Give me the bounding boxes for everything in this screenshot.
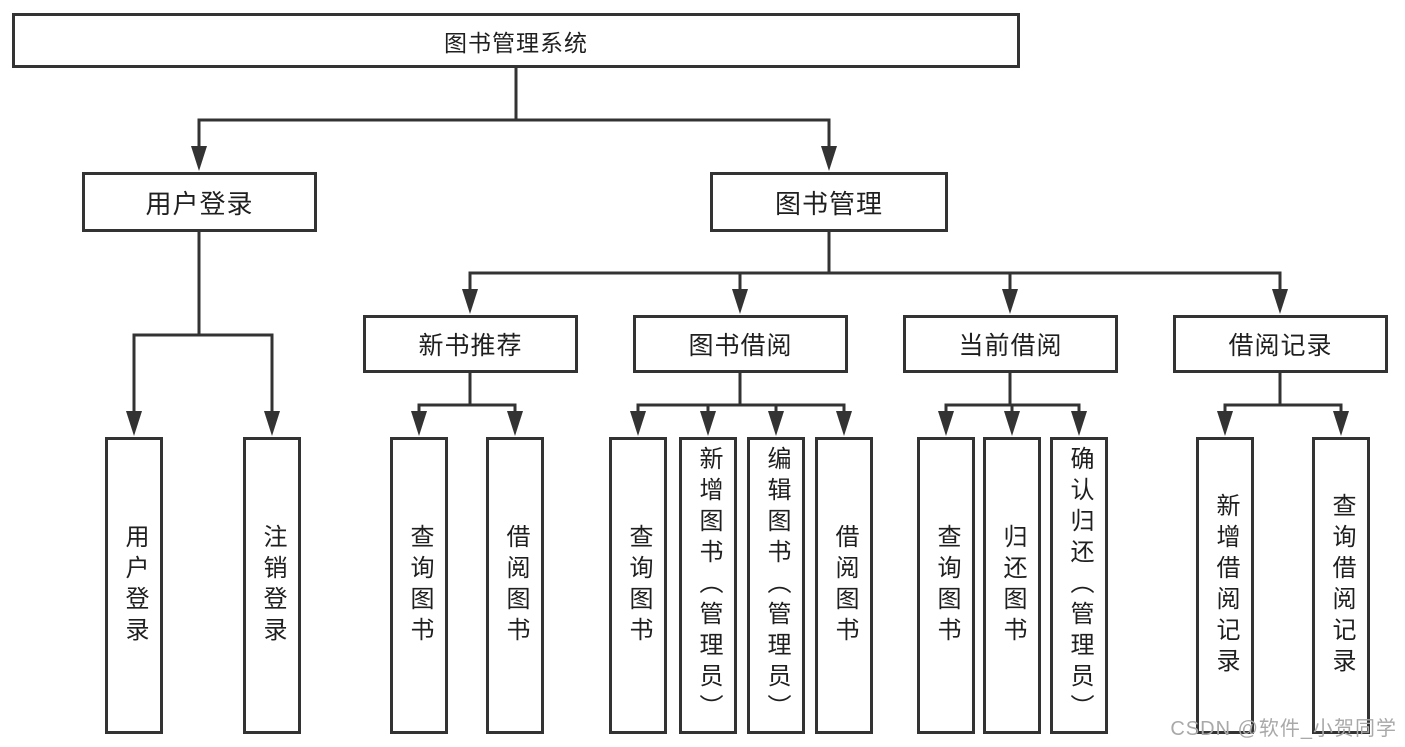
node-label: 借阅图书 [831,523,858,648]
leaf-edit-book-admin: 编辑图书（管理员） [747,437,805,734]
node-label: 用户登录 [121,523,148,648]
csdn-watermark: CSDN @软件_小贺同学 [1170,718,1397,740]
leaf-borrow-book: 借阅图书 [815,437,873,734]
node-label: 新增借阅记录 [1212,492,1239,679]
leaf-query-book-borrow: 查询图书 [609,437,667,734]
node-label: 图书管理系统 [444,29,588,56]
leaf-add-borrow-record: 新增借阅记录 [1196,437,1254,734]
leaf-return-book: 归还图书 [983,437,1041,734]
node-label: 图书借阅 [688,332,793,360]
node-current-borrow: 当前借阅 [903,315,1118,373]
node-library-management-system: 图书管理系统 [12,13,1020,68]
node-label: 当前借阅 [958,332,1063,360]
node-label: 查询图书 [933,523,960,648]
leaf-borrow-book-recommend: 借阅图书 [486,437,544,734]
node-label: 查询图书 [406,523,433,648]
node-book-management: 图书管理 [710,172,948,232]
leaf-query-book-current: 查询图书 [917,437,975,734]
leaf-logout: 注销登录 [243,437,301,734]
node-borrow-records: 借阅记录 [1173,315,1388,373]
node-user-login: 用户登录 [82,172,317,232]
node-label: 确认归还（管理员） [1066,446,1093,725]
node-label: 用户登录 [145,188,254,219]
leaf-query-book-recommend: 查询图书 [390,437,448,734]
node-label: 编辑图书（管理员） [763,446,790,725]
node-label: 图书管理 [774,188,883,219]
node-label: 借阅图书 [502,523,529,648]
leaf-query-borrow-record: 查询借阅记录 [1312,437,1370,734]
node-label: 归还图书 [999,523,1026,648]
node-label: 注销登录 [259,523,286,648]
node-label: 查询借阅记录 [1328,492,1355,679]
node-new-book-recommend: 新书推荐 [363,315,578,373]
node-label: 新增图书（管理员） [695,446,722,725]
node-label: 新书推荐 [418,332,523,360]
node-book-borrow: 图书借阅 [633,315,848,373]
node-label: 查询图书 [625,523,652,648]
node-label: 借阅记录 [1228,332,1333,360]
leaf-add-book-admin: 新增图书（管理员） [679,437,737,734]
leaf-user-login: 用户登录 [105,437,163,734]
leaf-confirm-return-admin: 确认归还（管理员） [1050,437,1108,734]
